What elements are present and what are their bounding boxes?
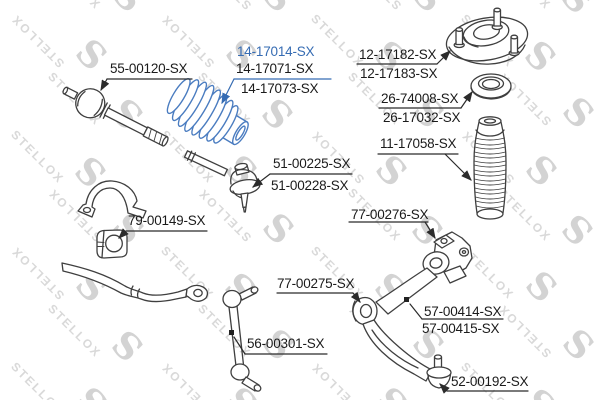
part-label-strut-mount-2: 12-17183-SX <box>360 66 438 81</box>
part-label-control-arm-bracket: 77-00276-SX <box>351 207 429 222</box>
control-arm-drawing <box>352 231 473 389</box>
strut-mount-drawing <box>445 7 529 65</box>
part-label-tie-rod-end-2: 51-00228-SX <box>271 178 349 193</box>
part-label-inner-tie-rod: 55-00120-SX <box>110 61 188 76</box>
tie-rod-end-drawing <box>183 150 261 213</box>
part-label-tie-rod-end-1: 51-00225-SX <box>273 156 351 171</box>
part-label-steering-boot-alt-1: 14-17071-SX <box>236 61 314 76</box>
part-label-stabilizer-link: 56-00301-SX <box>247 336 325 351</box>
part-label-bearing-2: 26-17032-SX <box>383 110 461 125</box>
part-label-stabilizer-bushing: 79-00149-SX <box>128 213 206 228</box>
part-label-ball-joint: 52-00192-SX <box>451 374 529 389</box>
part-label-strut-mount-1: 12-17182-SX <box>359 47 437 62</box>
part-label-steering-boot-alt-2: 14-17073-SX <box>241 81 319 96</box>
part-label-dust-cover: 11-17058-SX <box>380 136 457 151</box>
stabilizer-link-drawing <box>222 286 262 392</box>
part-label-steering-boot-main: 14-17014-SX <box>237 44 315 59</box>
dust-cover-drawing <box>473 116 507 220</box>
part-label-bearing-1: 26-74008-SX <box>381 91 459 106</box>
steering-boot-drawing <box>166 77 249 146</box>
bearing-drawing <box>470 73 512 100</box>
leader-lines <box>100 50 529 394</box>
inner-tie-rod-drawing <box>62 86 169 147</box>
ball-joint-drawing <box>426 354 452 389</box>
part-label-control-arm-1: 57-00414-SX <box>424 304 502 319</box>
stabilizer-bar-drawing <box>61 262 209 303</box>
part-label-control-arm-bushing: 77-00275-SX <box>277 276 355 291</box>
stabilizer-bracket-drawing <box>77 180 147 219</box>
part-label-control-arm-2: 57-00415-SX <box>422 321 500 336</box>
